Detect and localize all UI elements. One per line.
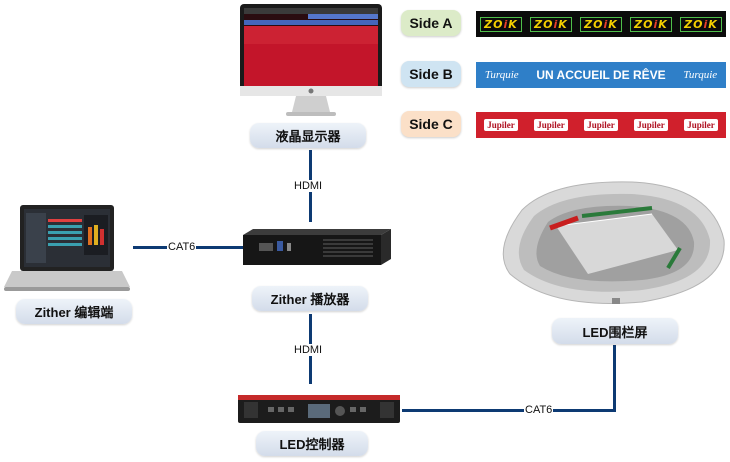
led-screen-label: LED围栏屏 (552, 318, 678, 344)
monitor-player-connector-label: HDMI (293, 180, 324, 192)
laptop-illustration (4, 205, 130, 291)
banner-logo: Jupiler (534, 119, 568, 131)
monitor-illustration (240, 4, 382, 120)
player-controller-connector-label: HDMI (293, 344, 324, 356)
controller-screen-connector-label: CAT6 (524, 404, 554, 416)
banner-logo: Jupiler (634, 119, 668, 131)
banner-text: UN ACCUEIL DE RÊVE (536, 68, 666, 82)
side-c-label: Side C (401, 111, 461, 137)
banner-logo: Jupiler (584, 119, 618, 131)
banner-logo: ZOiK (680, 16, 722, 32)
banner-logo: ZOiK (530, 16, 572, 32)
editor-label: Zither 编辑端 (16, 299, 132, 324)
side-a-banner: ZOiK ZOiK ZOiK ZOiK ZOiK (476, 11, 726, 37)
side-b-banner: Turquie UN ACCUEIL DE RÊVE Turquie (476, 62, 726, 88)
stadium-illustration (492, 170, 728, 310)
controller-illustration (238, 391, 400, 425)
side-c-banner: Jupiler Jupiler Jupiler Jupiler Jupiler (476, 112, 726, 138)
controller-label: LED控制器 (256, 431, 368, 456)
banner-logo: Jupiler (684, 119, 718, 131)
player-label: Zither 播放器 (252, 286, 368, 311)
side-b-label: Side B (401, 61, 461, 87)
banner-logo: ZOiK (580, 16, 622, 32)
banner-logo: ZOiK (630, 16, 672, 32)
banner-logo: Turquie (683, 69, 718, 81)
controller-screen-connector-v (613, 345, 616, 412)
editor-player-connector-label: CAT6 (167, 241, 197, 253)
banner-logo: Jupiler (484, 119, 518, 131)
side-a-label: Side A (401, 10, 461, 36)
monitor-label: 液晶显示器 (250, 123, 366, 148)
player-illustration (243, 229, 391, 267)
controller-screen-connector-h (402, 409, 616, 412)
banner-logo: Turquie (484, 69, 519, 81)
banner-logo: ZOiK (480, 16, 522, 32)
